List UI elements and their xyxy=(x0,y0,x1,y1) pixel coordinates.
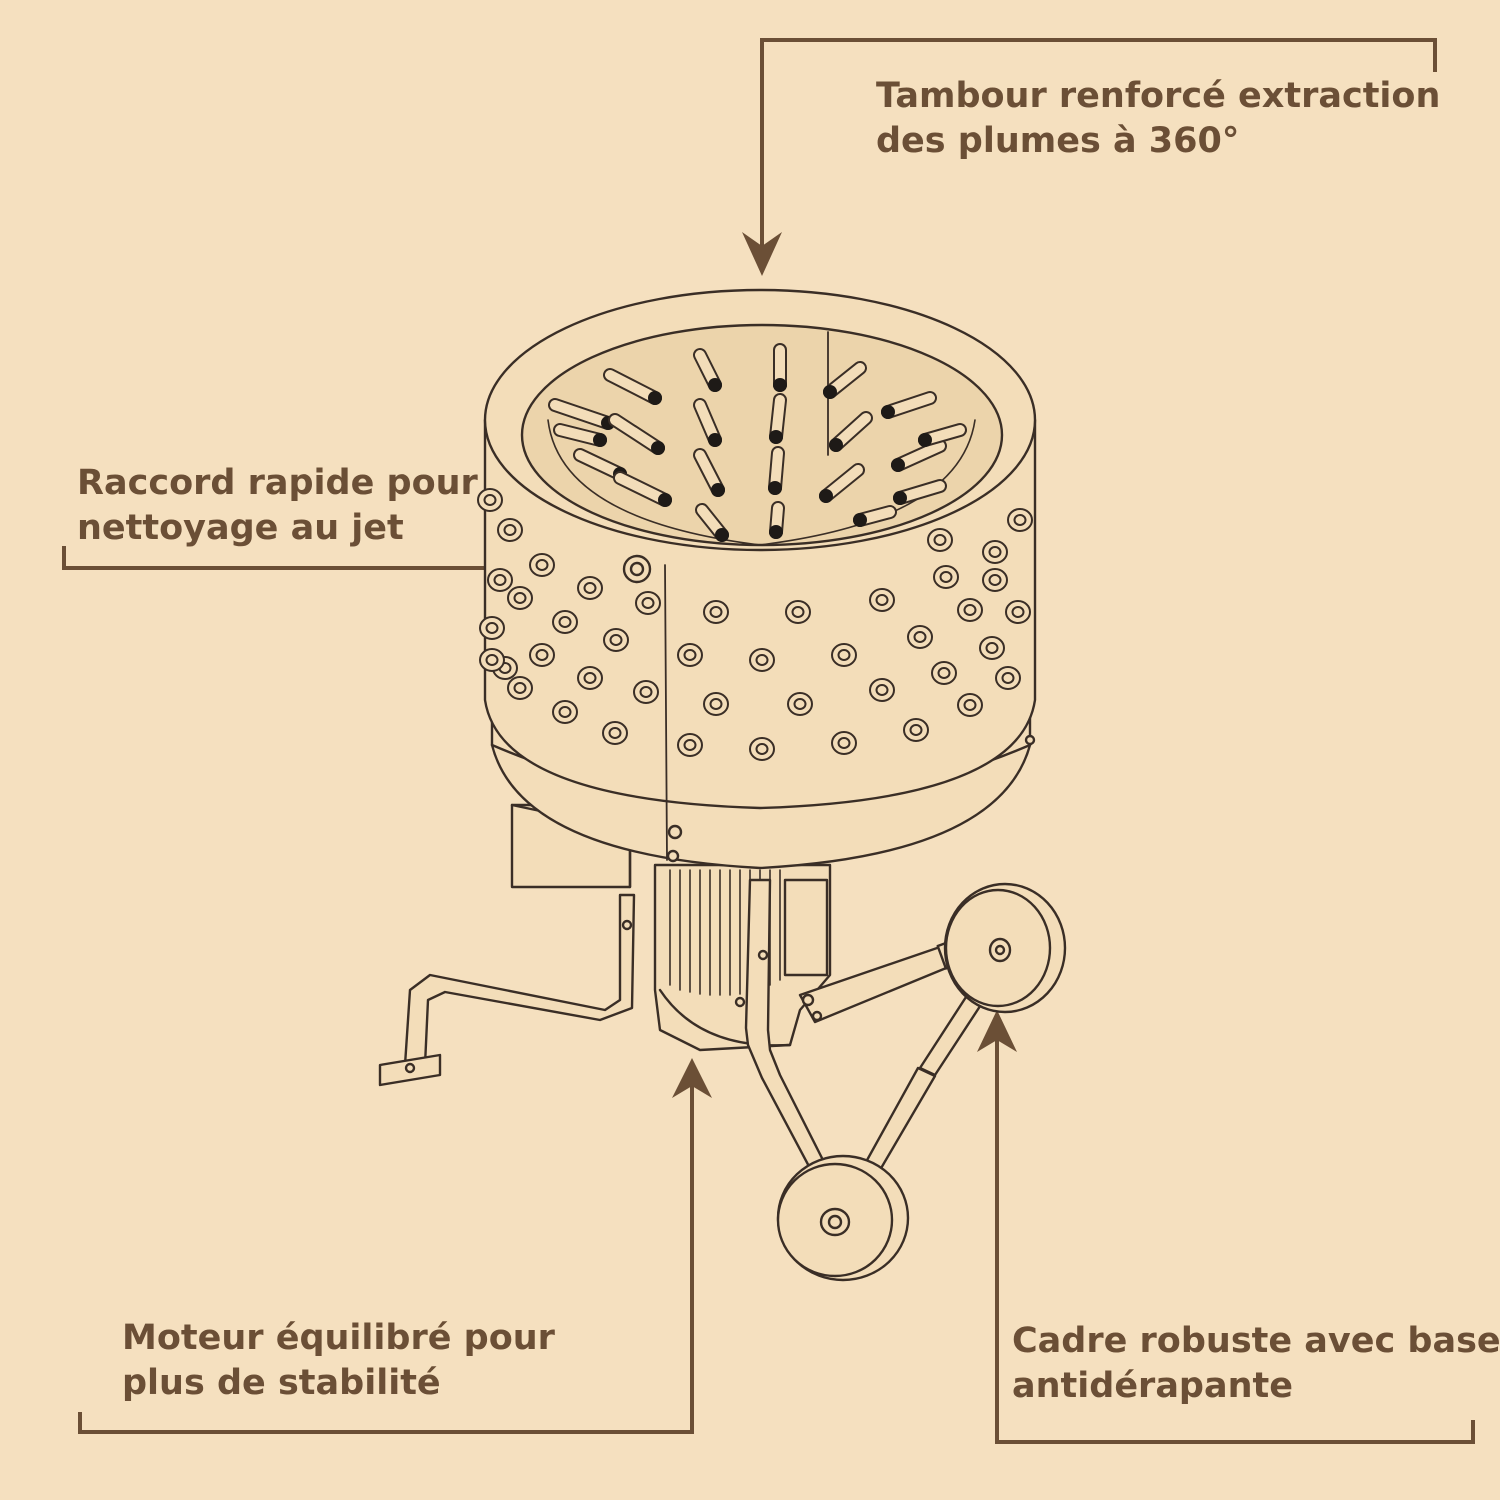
motor-callout-line xyxy=(78,1080,694,1434)
drum-hole xyxy=(677,733,703,757)
rear-wheel xyxy=(943,882,1067,1014)
drum-holes xyxy=(477,488,1033,761)
plucker-finger xyxy=(881,391,937,419)
drum-hole xyxy=(869,678,895,702)
drum-hole xyxy=(831,731,857,755)
plucker-finger xyxy=(819,463,865,503)
callout-lines xyxy=(62,38,1475,1444)
motor-label: Moteur équilibré pour plus de stabilité xyxy=(122,1316,555,1406)
drum-hole xyxy=(933,565,959,589)
drum-hole xyxy=(487,568,513,592)
motor-label-line1: Moteur équilibré pour xyxy=(122,1318,555,1358)
drum-label: Tambour renforcé extraction des plumes à… xyxy=(876,74,1440,164)
plucker-finger xyxy=(553,423,607,447)
drum-hole xyxy=(785,600,811,624)
drum-callout-arrow xyxy=(742,232,782,276)
drum-hole xyxy=(869,588,895,612)
connector-label-line1: Raccord rapide pour xyxy=(77,463,478,503)
drum-hole xyxy=(602,721,628,745)
plucker-finger xyxy=(695,503,729,542)
machine xyxy=(378,288,1067,1282)
plucker-finger xyxy=(769,393,787,444)
drum-hole xyxy=(903,718,929,742)
drum-hole xyxy=(931,661,957,685)
frame-label-line1: Cadre robuste avec base xyxy=(1012,1321,1500,1361)
front-wheel xyxy=(776,1154,910,1282)
drum-label-line1: Tambour renforcé extraction xyxy=(876,76,1441,116)
frame-label-line2: antidérapante xyxy=(1012,1366,1293,1406)
motor xyxy=(653,863,832,1052)
drum-hole xyxy=(982,568,1008,592)
drum-hole xyxy=(703,692,729,716)
plucker-finger xyxy=(608,413,665,455)
drum-hole xyxy=(979,636,1005,660)
drum-hole xyxy=(995,666,1021,690)
plucker-finger xyxy=(853,505,897,527)
drum-hole xyxy=(677,643,703,667)
plucker-finger xyxy=(769,501,785,539)
frame-callout-arrow xyxy=(977,1010,1017,1052)
plucker-finger xyxy=(548,398,615,430)
quick-connector xyxy=(622,554,652,584)
drum-hole xyxy=(479,616,505,640)
drum-hole xyxy=(633,680,659,704)
plucker-finger xyxy=(893,479,947,505)
connector-label: Raccord rapide pour nettoyage au jet xyxy=(77,461,478,551)
plucker-finger xyxy=(918,423,967,447)
drum-hole xyxy=(982,540,1008,564)
drum-hole xyxy=(1007,508,1033,532)
plucker-finger xyxy=(603,368,662,405)
drum-label-line2: des plumes à 360° xyxy=(876,121,1240,161)
motor-callout-arrow xyxy=(672,1058,712,1098)
connector-callout-line xyxy=(62,546,600,570)
drum-hole xyxy=(787,692,813,716)
plucker-finger xyxy=(823,361,867,399)
drum-hole xyxy=(603,628,629,652)
plucker-finger xyxy=(829,411,873,452)
rear-leg xyxy=(378,893,636,1087)
motor-label-line2: plus de stabilité xyxy=(122,1363,441,1403)
drum-hole xyxy=(927,528,953,552)
drum-hole xyxy=(1005,600,1031,624)
drum-hole xyxy=(477,488,503,512)
drum-hole xyxy=(577,576,603,600)
drum-hole xyxy=(957,693,983,717)
plucker-fingers xyxy=(548,343,967,542)
drum-hole xyxy=(577,666,603,690)
frame-callout-line xyxy=(995,1032,1475,1444)
plucker-finger xyxy=(693,348,722,392)
drum-hole xyxy=(529,643,555,667)
drum-hole xyxy=(831,643,857,667)
plucker-finger xyxy=(613,471,672,507)
plucker-finger xyxy=(773,343,787,392)
drum-hole xyxy=(907,625,933,649)
drum-callout-line xyxy=(760,38,1437,262)
plucker-finger xyxy=(768,446,785,495)
drum-hole xyxy=(749,648,775,672)
drum-hole xyxy=(635,591,661,615)
drum-hole xyxy=(507,676,533,700)
frame-label: Cadre robuste avec base antidérapante xyxy=(1012,1319,1500,1409)
connector-label-line2: nettoyage au jet xyxy=(77,508,404,548)
plucker-finger xyxy=(693,448,725,497)
drum-hole xyxy=(552,700,578,724)
drum-hole xyxy=(497,518,523,542)
drum-hole xyxy=(957,598,983,622)
drum-hole xyxy=(479,648,505,672)
plucker-finger xyxy=(693,398,722,447)
drum-hole xyxy=(507,586,533,610)
plucker-finger xyxy=(891,439,947,472)
drum-hole xyxy=(703,600,729,624)
drum-hole xyxy=(529,553,555,577)
drum-hole xyxy=(749,737,775,761)
drum-hole xyxy=(552,610,578,634)
